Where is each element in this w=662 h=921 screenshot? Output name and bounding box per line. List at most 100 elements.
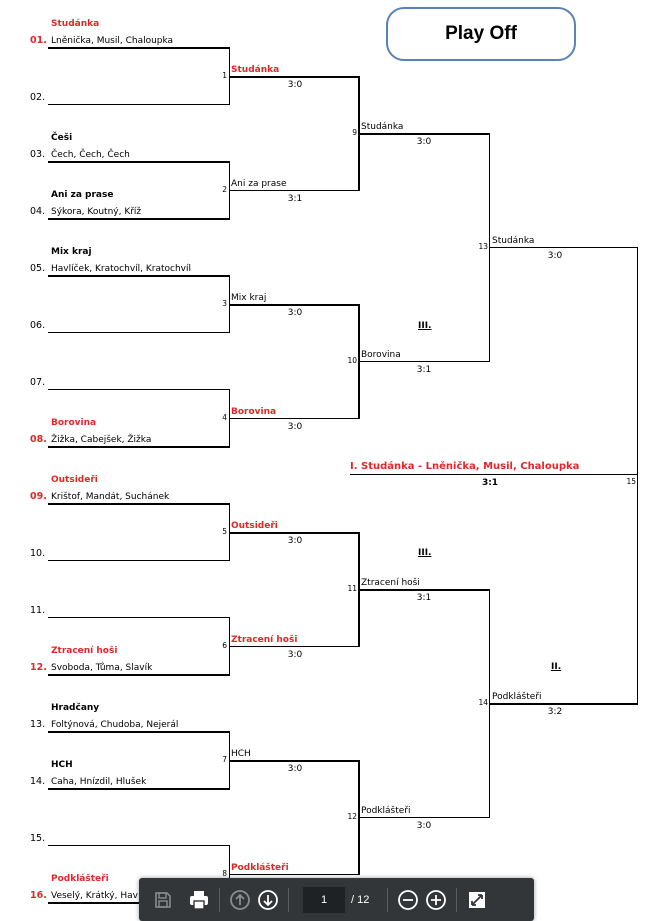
team-players: Caha, Hnízdil, Hlušek: [51, 777, 147, 787]
bracket-line: [48, 104, 230, 105]
second-place-label: II.: [551, 662, 562, 672]
match-winner: Borovina: [361, 350, 401, 360]
match-number: 15: [626, 477, 636, 486]
team-name: Studánka: [51, 19, 100, 29]
print-button[interactable]: [185, 886, 213, 914]
team-players: Krištof, Mandát, Suchánek: [51, 492, 170, 502]
team-name: Hradčany: [51, 703, 100, 713]
team-name: Ani za prase: [51, 190, 114, 200]
bracket-line: [48, 446, 230, 448]
fit-page-icon: [469, 891, 486, 908]
bracket-line: [48, 275, 230, 277]
team-players: Čech, Čech, Čech: [51, 150, 130, 160]
bracket-line: [230, 190, 359, 191]
match-number: 14: [478, 698, 488, 707]
match-winner: Podklášteři: [492, 692, 542, 702]
team-seed: 07.: [30, 377, 46, 388]
match-number: 4: [222, 413, 227, 422]
match-score: 3:1: [287, 194, 303, 204]
match-winner: HCH: [231, 749, 251, 759]
team-seed: 04.: [30, 206, 46, 217]
match-number: 6: [222, 641, 227, 650]
match-score: 3:1: [416, 365, 432, 375]
bracket-line: [489, 133, 490, 362]
zoom-in-icon: [426, 889, 447, 910]
team-players: Havlíček, Kratochvíl, Kratochvíl: [51, 264, 192, 274]
match-score: 3:0: [287, 308, 303, 318]
bracket-line: [48, 218, 230, 220]
bracket-line: [230, 874, 359, 875]
zoom-out-button[interactable]: [394, 886, 422, 914]
team-seed: 14.: [30, 776, 46, 787]
team-players: Veselý, Krátký, Hav: [51, 891, 138, 901]
bracket-line: [230, 418, 359, 419]
page-title: Play Off: [386, 7, 576, 61]
match-number: 9: [352, 128, 357, 137]
match-number: 5: [222, 527, 227, 536]
match-number: 7: [222, 755, 227, 764]
team-seed: 05.: [30, 263, 46, 274]
bracket-line: [230, 304, 359, 306]
team-seed: 10.: [30, 548, 46, 559]
bracket-line: [229, 47, 230, 105]
bracket-line: [48, 560, 230, 561]
bracket-line: [637, 247, 638, 704]
match-winner: Studánka: [492, 236, 535, 246]
arrow-down-icon: [258, 889, 278, 910]
bracket-line: [230, 646, 359, 647]
match-winner: Mix kraj: [231, 293, 267, 303]
match-winner: Podklášteři: [231, 863, 289, 873]
team-players: Sýkora, Koutný, Kříž: [51, 207, 142, 217]
page-total: / 12: [351, 893, 370, 906]
match-winner: Borovina: [231, 407, 277, 417]
bracket-line: [229, 503, 230, 561]
save-button[interactable]: [149, 886, 177, 914]
previous-page-button[interactable]: [226, 886, 254, 914]
bracket-line: [48, 731, 230, 733]
toolbar-divider: [219, 887, 220, 912]
team-name: Podklášteři: [51, 874, 109, 884]
third-place-label: III.: [418, 321, 432, 331]
bracket-line: [359, 817, 490, 818]
bracket-line: [48, 389, 230, 390]
bracket-line: [489, 589, 490, 818]
bracket-line: [48, 674, 230, 676]
match-winner: Podklášteři: [361, 806, 411, 816]
match-number: 2: [222, 185, 227, 194]
match-score: 3:0: [287, 536, 303, 546]
arrow-up-icon: [230, 889, 250, 910]
match-winner: Ztracení hoši: [231, 635, 298, 645]
match-number: 12: [347, 812, 357, 821]
bracket-line: [359, 361, 490, 362]
zoom-in-button[interactable]: [422, 886, 450, 914]
match-score: 3:0: [416, 137, 432, 147]
match-score: 3:0: [287, 80, 303, 90]
bracket-line: [229, 731, 230, 789]
match-winner: Ani za prase: [231, 179, 287, 189]
bracket-line: [48, 47, 230, 49]
team-players: Lněnička, Musil, Chaloupka: [51, 36, 174, 46]
match-score: 3:0: [287, 650, 303, 660]
team-name: Ztracení hoši: [51, 646, 118, 656]
match-number: 3: [222, 299, 227, 308]
bracket-line: [359, 589, 490, 591]
fit-page-button[interactable]: [463, 886, 491, 914]
match-winner: Ztracení hoši: [361, 578, 420, 588]
match-winner: Studánka: [231, 65, 280, 75]
team-name: Borovina: [51, 418, 97, 428]
team-seed: 15.: [30, 833, 46, 844]
team-seed: 06.: [30, 320, 46, 331]
team-name: Mix kraj: [51, 247, 92, 257]
bracket-line: [229, 161, 230, 219]
bracket-line: [48, 332, 230, 333]
team-seed: 08.: [30, 434, 47, 445]
bracket-line: [230, 760, 359, 762]
bracket-line: [48, 788, 230, 790]
page-number-input[interactable]: [303, 886, 345, 913]
next-page-button[interactable]: [254, 886, 282, 914]
match-winner: Outsideři: [231, 521, 278, 531]
team-players: Žižka, Cabejšek, Žižka: [51, 435, 152, 445]
match-score: 3:0: [416, 821, 432, 831]
team-name: Outsideři: [51, 475, 98, 485]
